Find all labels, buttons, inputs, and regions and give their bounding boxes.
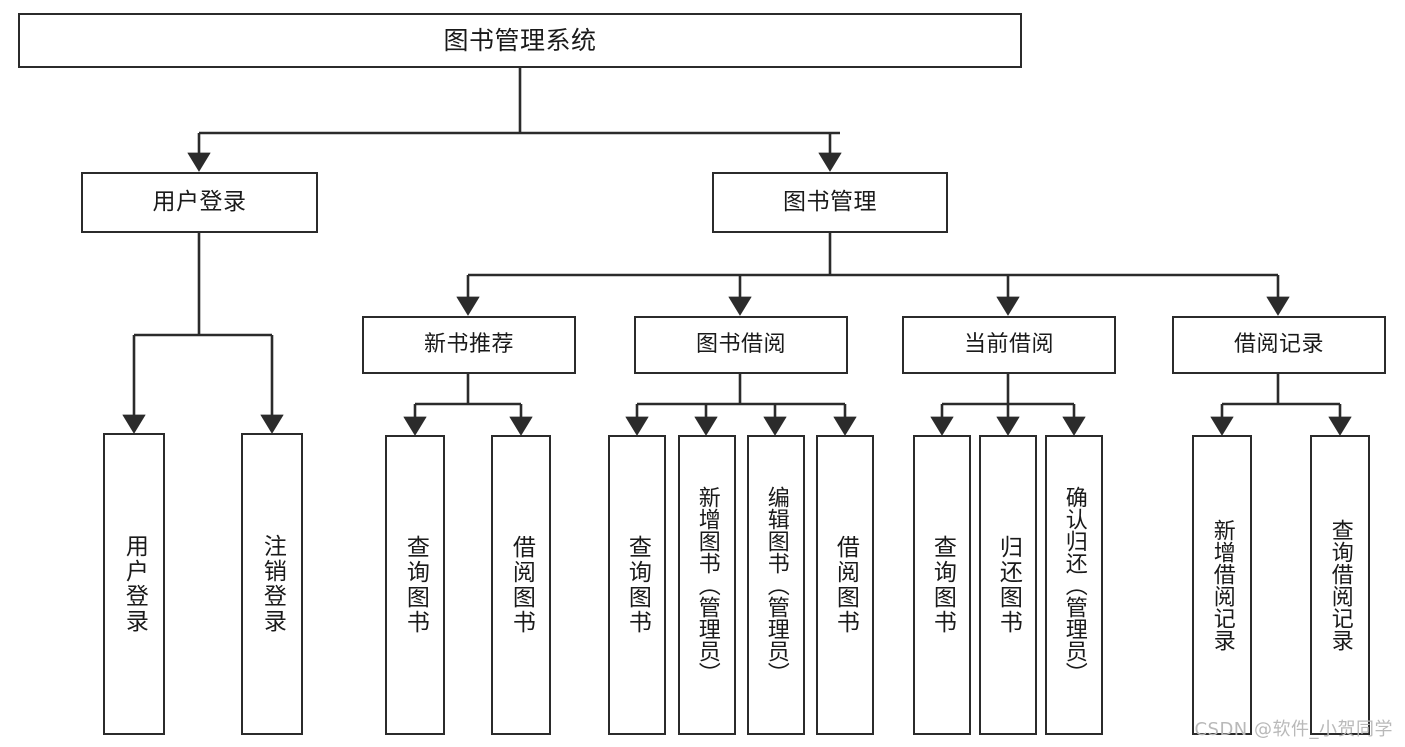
node-leaf-add-book-label: 新增图书（管理员） (694, 486, 720, 684)
node-borrow-record-label: 借阅记录 (1233, 331, 1324, 357)
node-leaf-edit-book[interactable]: 编辑图书（管理员） (747, 435, 805, 735)
node-book-manage[interactable]: 图书管理 (712, 172, 948, 233)
node-leaf-borrow-book-2-label: 借阅图书 (832, 535, 859, 635)
node-leaf-confirm-return-label: 确认归还（管理员） (1061, 486, 1087, 684)
node-leaf-query-book-2-label: 查询图书 (624, 535, 651, 635)
node-leaf-add-record[interactable]: 新增借阅记录 (1192, 435, 1252, 735)
node-leaf-query-book-1[interactable]: 查询图书 (385, 435, 445, 735)
node-leaf-query-book-3[interactable]: 查询图书 (913, 435, 971, 735)
node-current-borrow[interactable]: 当前借阅 (902, 316, 1116, 374)
node-book-manage-label: 图书管理 (783, 188, 877, 215)
node-borrow-record[interactable]: 借阅记录 (1172, 316, 1386, 374)
node-leaf-edit-book-label: 编辑图书（管理员） (763, 486, 789, 684)
node-user-login-label: 用户登录 (152, 188, 247, 215)
node-leaf-return-book[interactable]: 归还图书 (979, 435, 1037, 735)
node-leaf-query-record[interactable]: 查询借阅记录 (1310, 435, 1370, 735)
node-leaf-borrow-book-2[interactable]: 借阅图书 (816, 435, 874, 735)
node-leaf-query-record-label: 查询借阅记录 (1327, 519, 1353, 651)
node-current-borrow-label: 当前借阅 (963, 331, 1054, 357)
node-leaf-query-book-1-label: 查询图书 (402, 535, 429, 635)
node-root-label: 图书管理系统 (443, 25, 597, 55)
node-leaf-add-book[interactable]: 新增图书（管理员） (678, 435, 736, 735)
node-leaf-query-book-3-label: 查询图书 (929, 535, 956, 635)
node-leaf-confirm-return[interactable]: 确认归还（管理员） (1045, 435, 1103, 735)
node-leaf-user-login[interactable]: 用户登录 (103, 433, 165, 735)
node-leaf-user-logout[interactable]: 注销登录 (241, 433, 303, 735)
node-leaf-query-book-2[interactable]: 查询图书 (608, 435, 666, 735)
node-book-borrow[interactable]: 图书借阅 (634, 316, 848, 374)
node-new-book-rec-label: 新书推荐 (423, 331, 514, 357)
node-user-login[interactable]: 用户登录 (81, 172, 318, 233)
node-leaf-user-logout-label: 注销登录 (259, 534, 286, 634)
node-leaf-borrow-book-1[interactable]: 借阅图书 (491, 435, 551, 735)
node-leaf-return-book-label: 归还图书 (995, 535, 1022, 635)
node-leaf-user-login-label: 用户登录 (121, 534, 148, 634)
csdn-watermark: CSDN @软件_小贺同学 (1194, 719, 1393, 740)
node-book-borrow-label: 图书借阅 (695, 331, 786, 357)
node-new-book-rec[interactable]: 新书推荐 (362, 316, 576, 374)
node-root[interactable]: 图书管理系统 (18, 13, 1022, 68)
node-leaf-add-record-label: 新增借阅记录 (1209, 519, 1235, 651)
node-leaf-borrow-book-1-label: 借阅图书 (508, 535, 535, 635)
